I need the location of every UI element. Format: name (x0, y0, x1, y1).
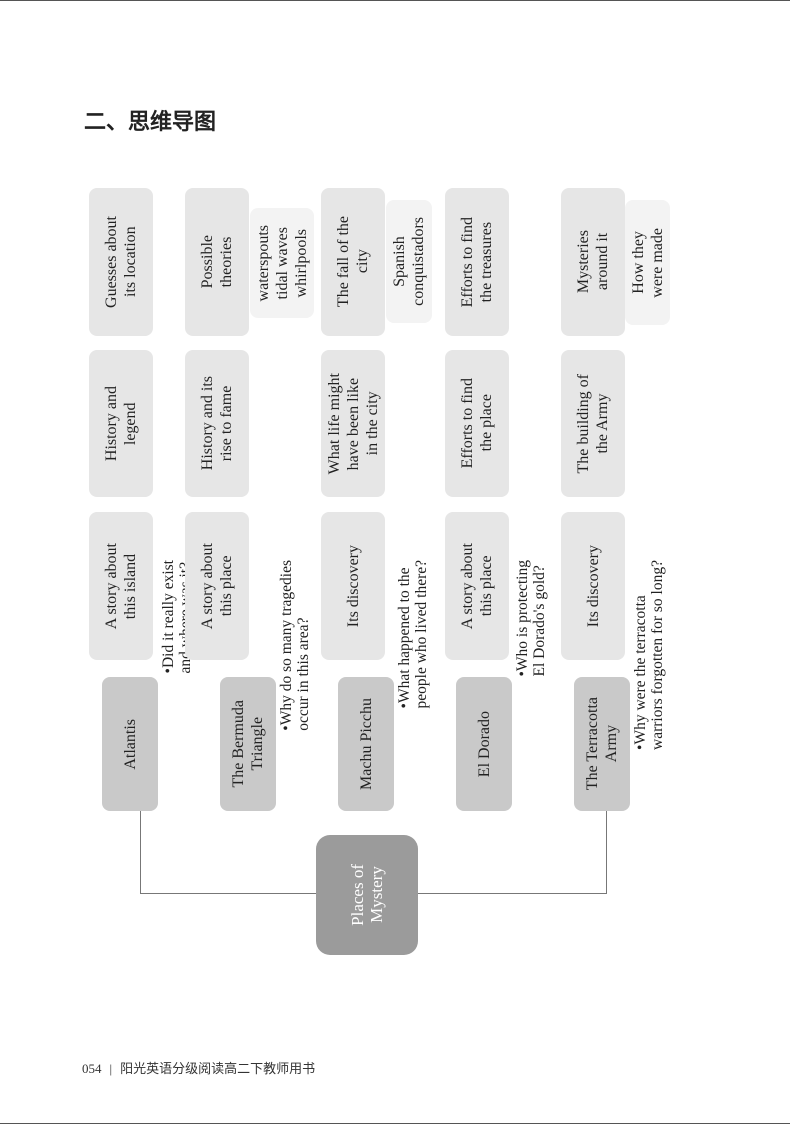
connector-line (140, 811, 141, 894)
question-text-label: •What happened to the people who lived t… (396, 560, 430, 709)
topic-node: Efforts to find the place (445, 350, 509, 497)
bottom-border (0, 1123, 790, 1124)
topic-node-label: Mysteries around it (575, 230, 611, 294)
topic-node-label: Efforts to find the treasures (459, 216, 495, 308)
topic-node-label: The fall of the city (335, 216, 371, 308)
topic-node: Possible theories (185, 188, 249, 336)
topic-node: A story about this island (89, 512, 153, 660)
place-node: Atlantis (102, 677, 158, 811)
topic-node-label: History and legend (103, 385, 139, 462)
detail-node: waterspouts tidal waves whirlpools (250, 208, 314, 318)
connector-line (418, 893, 607, 894)
detail-node: How they were made (625, 200, 670, 325)
central-node-label: Places of Mystery (348, 864, 386, 926)
topic-node: History and legend (89, 350, 153, 497)
place-node: Machu Picchu (338, 677, 394, 811)
central-node: Places of Mystery (316, 835, 418, 955)
topic-node-label: Its discovery (584, 544, 602, 628)
place-node-label: Atlantis (121, 718, 139, 770)
question-text-label: •Why do so many tragedies occur in this … (278, 560, 312, 731)
place-node-label: El Dorado (475, 710, 493, 778)
place-node: The Bermuda Triangle (220, 677, 276, 811)
question-text: •Who is protecting El Dorado's gold? (514, 560, 564, 812)
question-text-label: •Why were the terracotta warriors forgot… (632, 560, 666, 750)
topic-node-label: A story about this place (459, 542, 495, 630)
topic-node-label: Guesses about its location (103, 216, 139, 308)
topic-node: A story about this place (445, 512, 509, 660)
detail-node: Spanish conquistadors (386, 200, 432, 323)
detail-node-label: waterspouts tidal waves whirlpools (254, 224, 310, 302)
topic-node: History and its rise to fame (185, 350, 249, 497)
topic-node-label: The building of the Army (575, 373, 611, 474)
connector-line (606, 811, 607, 894)
top-border (0, 0, 790, 1)
topic-node-label: What life might have been like in the ci… (325, 372, 381, 475)
topic-node-label: A story about this place (199, 542, 235, 630)
topic-node: The fall of the city (321, 188, 385, 336)
place-node-label: The Terracotta Army (584, 697, 620, 791)
topic-node-label: A story about this island (103, 542, 139, 630)
topic-node-label: Its discovery (344, 544, 362, 628)
question-text: •Why were the terracotta warriors forgot… (632, 560, 682, 812)
topic-node: Its discovery (321, 512, 385, 660)
topic-node-label: Efforts to find the place (459, 378, 495, 469)
question-text-label: •Who is protecting El Dorado's gold? (514, 560, 548, 677)
place-node: El Dorado (456, 677, 512, 811)
connector-line (140, 893, 317, 894)
topic-node: The building of the Army (561, 350, 625, 497)
topic-node: Guesses about its location (89, 188, 153, 336)
topic-node-label: History and its rise to fame (199, 376, 235, 471)
question-text: •What happened to the people who lived t… (396, 560, 446, 812)
place-node: The Terracotta Army (574, 677, 630, 811)
page-number: 054 (82, 1061, 102, 1076)
topic-node: Its discovery (561, 512, 625, 660)
detail-node-label: How they were made (629, 227, 666, 298)
book-title: 阳光英语分级阅读高二下教师用书 (120, 1061, 316, 1076)
place-node-label: Machu Picchu (357, 698, 375, 790)
place-node-label: The Bermuda Triangle (230, 700, 266, 788)
topic-node: Efforts to find the treasures (445, 188, 509, 336)
section-heading: 二、思维导图 (84, 110, 217, 135)
footer: 054 | 阳光英语分级阅读高二下教师用书 (82, 1058, 315, 1077)
topic-node-label: Possible theories (199, 235, 235, 289)
topic-node: Mysteries around it (561, 188, 625, 336)
detail-node-label: Spanish conquistadors (391, 217, 427, 306)
topic-node: What life might have been like in the ci… (321, 350, 385, 497)
footer-separator: | (109, 1061, 113, 1076)
topic-node: A story about this place (185, 512, 249, 660)
